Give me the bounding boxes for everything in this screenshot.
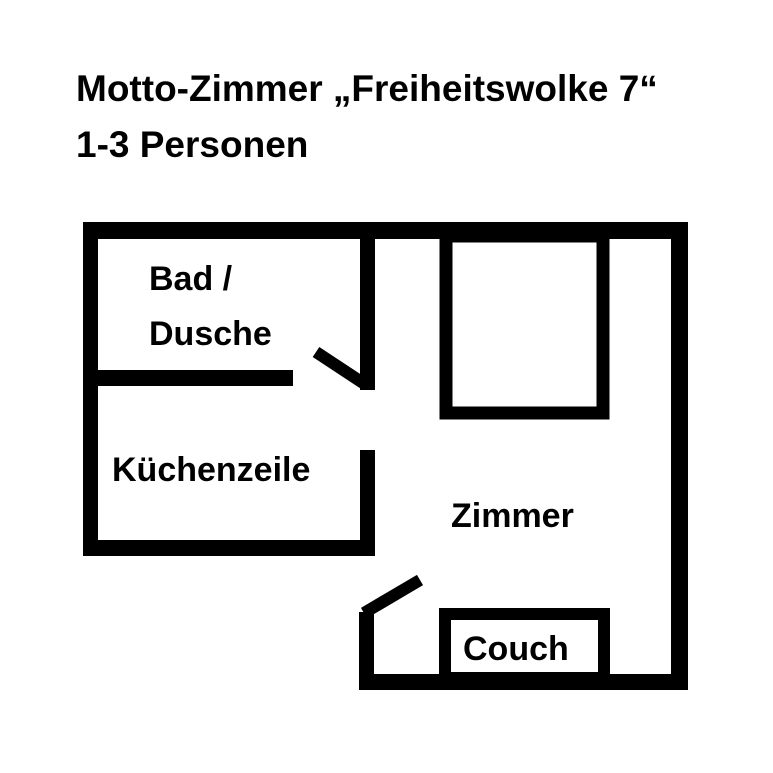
bathroom-wall-right [360, 230, 375, 390]
bathroom-door [312, 346, 367, 389]
kitchenette-wall-right [360, 450, 375, 556]
outer-wall-right [671, 222, 688, 690]
room-label: Zimmer [451, 497, 574, 535]
outer-wall-lower-left [359, 612, 374, 690]
bed [439, 229, 610, 420]
couch-label: Couch [463, 630, 569, 668]
outer-wall-bottom-left [83, 540, 375, 556]
bathroom-wall-bottom [90, 370, 293, 386]
title-line-1: Motto-Zimmer „Freiheitswolke 7“ [76, 68, 658, 109]
outer-wall-left [83, 222, 98, 556]
kitchenette-label: Küchenzeile [112, 451, 310, 489]
bathroom-label-line-2: Dusche [149, 315, 272, 353]
bathroom-label-line-1: Bad / [149, 260, 233, 298]
entrance-door [360, 574, 424, 619]
title-line-2: 1-3 Personen [76, 124, 309, 165]
couch [439, 608, 610, 684]
